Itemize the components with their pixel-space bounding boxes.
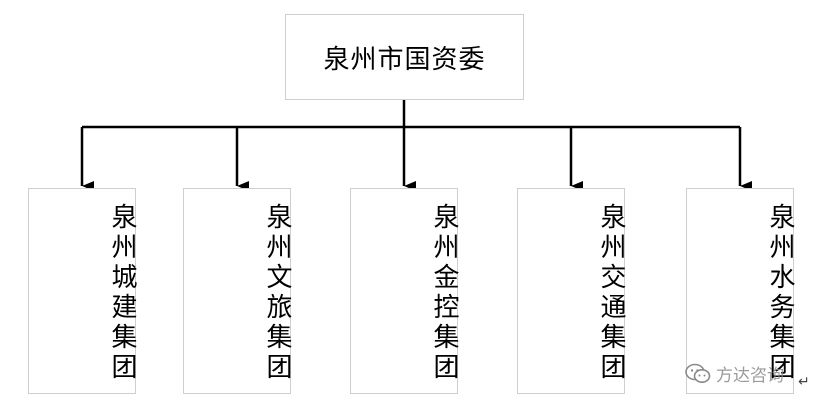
child-node-label: 泉州交通集团 <box>596 203 626 383</box>
watermark: 方达咨询 <box>685 361 784 386</box>
watermark-text: 方达咨询 <box>716 366 784 386</box>
wechat-icon <box>685 363 711 383</box>
child-node-label: 泉州水务集团 <box>765 203 795 383</box>
child-node-jinkong: 泉州金控集团 <box>350 188 459 394</box>
child-node-wenlv: 泉州文旅集团 <box>183 188 292 394</box>
child-node-label: 泉州金控集团 <box>429 203 459 383</box>
paragraph-mark: ↵ <box>798 374 810 390</box>
child-node-chengjian: 泉州城建集团 <box>28 188 137 394</box>
root-node: 泉州市国资委 <box>285 14 524 100</box>
child-node-label: 泉州城建集团 <box>107 203 137 383</box>
child-node-jiaotong: 泉州交通集团 <box>517 188 626 394</box>
child-node-label: 泉州文旅集团 <box>262 203 292 383</box>
child-node-shuiwu: 泉州水务集团 <box>686 188 795 394</box>
root-node-label: 泉州市国资委 <box>323 44 486 75</box>
